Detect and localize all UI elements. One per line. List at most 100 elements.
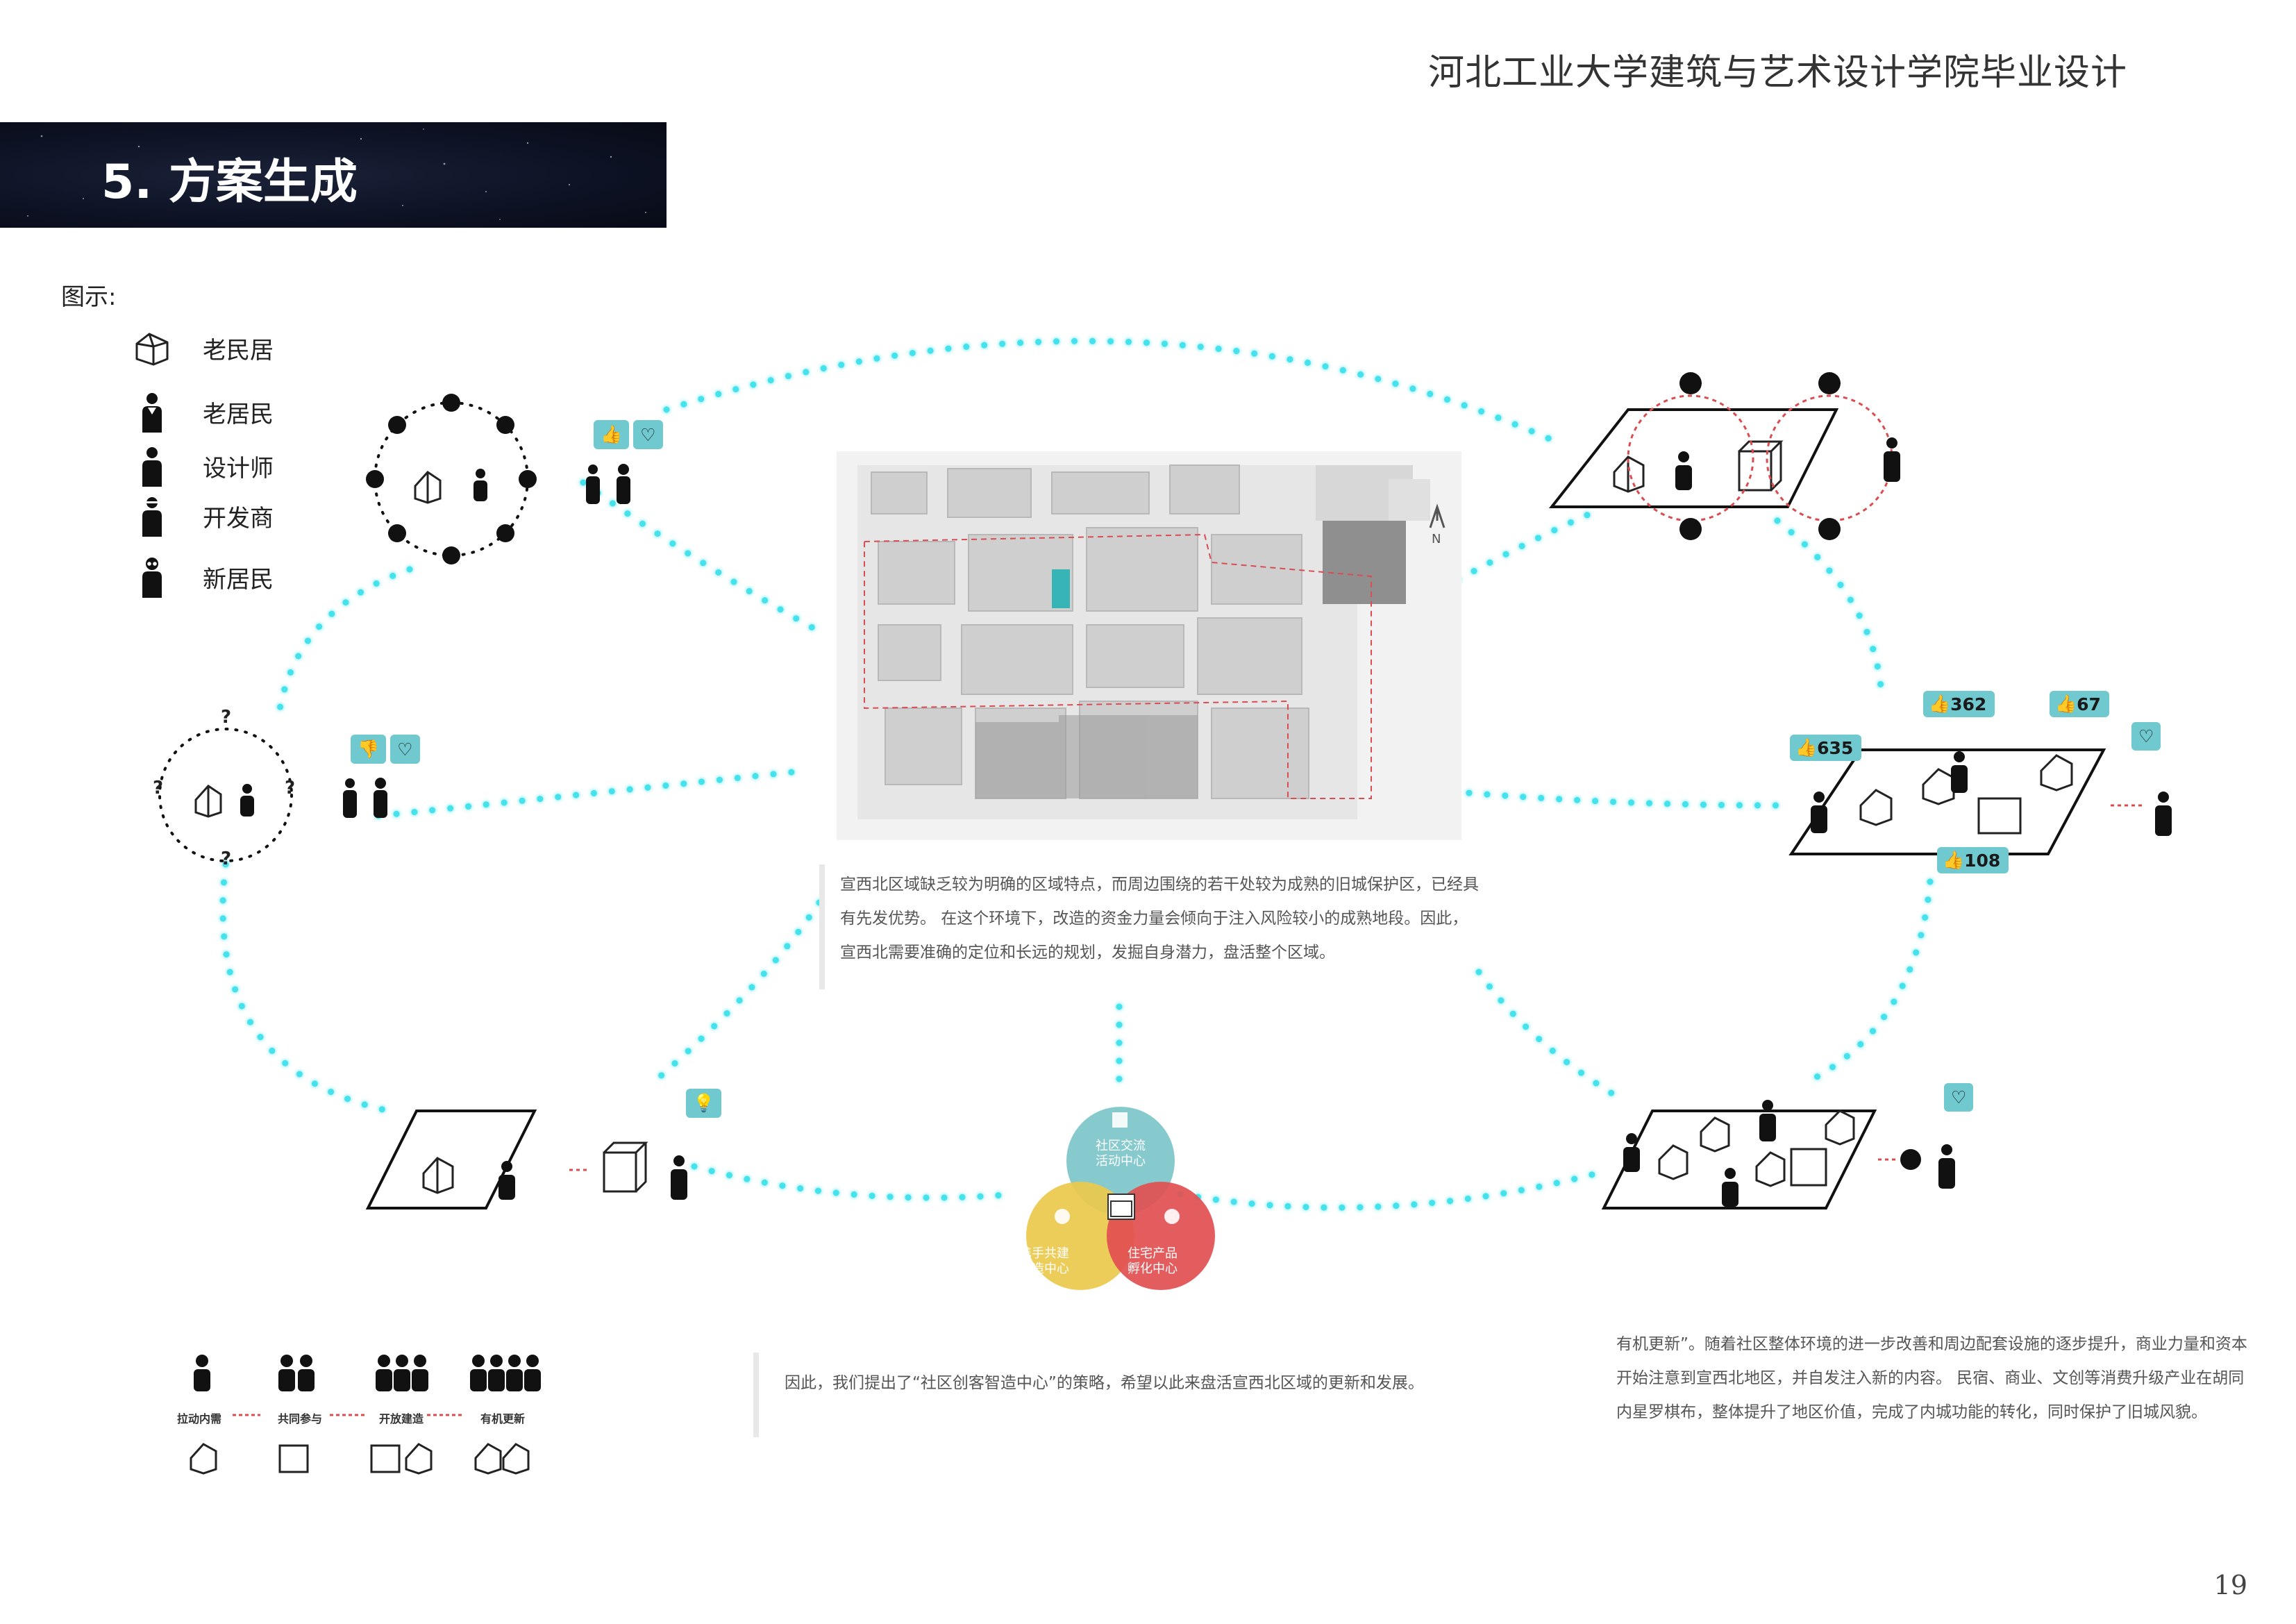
legend-heading: 图示: xyxy=(61,283,117,311)
people-group-icon xyxy=(470,1355,541,1391)
text-accent-bar xyxy=(753,1353,759,1437)
old-resident-icon xyxy=(1675,451,1692,490)
old-house-icon xyxy=(1859,789,1893,826)
starfield-decoration xyxy=(27,128,646,220)
thumbs-up-icon: 👍 xyxy=(594,420,630,449)
lightbulb-icon xyxy=(1679,372,1702,394)
old-house-icon xyxy=(129,325,175,371)
like-count-chip: 👍67 xyxy=(2050,691,2109,717)
new-resident-icon xyxy=(1938,1144,1955,1189)
legend-item-old-house: 老民居 xyxy=(129,324,274,372)
old-resident-icon xyxy=(240,784,254,817)
legend-item-developer: 开发商 xyxy=(129,492,274,540)
thumbs-up-icon: 👍 xyxy=(2055,694,2077,714)
people-group-icon xyxy=(376,1355,428,1391)
old-resident-icon xyxy=(1811,792,1827,833)
right-lower-path xyxy=(1802,878,1934,1087)
right-upper-path xyxy=(1774,517,1885,698)
lightbulb-icon xyxy=(1818,372,1841,394)
document-header-title: 河北工业大学建筑与艺术设计学院毕业设计 xyxy=(1427,52,2127,94)
legend-label: 老居民 xyxy=(203,400,274,428)
process-step-label: 开放建造 xyxy=(379,1412,424,1425)
old-house-icon xyxy=(194,785,222,818)
venn-community-icon xyxy=(1112,1112,1128,1128)
old-resident-icon xyxy=(586,464,600,504)
text-accent-bar xyxy=(819,864,825,989)
process-strip xyxy=(190,1355,541,1475)
process-step-label: 共同参与 xyxy=(278,1412,323,1425)
legend-item-new-resident: 新居民 xyxy=(129,553,274,601)
heart-icon: ♡ xyxy=(2131,722,2161,751)
people-pair xyxy=(343,778,387,818)
north-arrow-icon: N xyxy=(1429,503,1446,546)
developer-icon xyxy=(1884,437,1900,482)
legend-label: 新居民 xyxy=(203,565,274,594)
reaction-chips: 👎 ♡ xyxy=(351,735,420,764)
yen-icon xyxy=(1900,1149,1921,1170)
thumbs-up-icon: 👍 xyxy=(1943,850,1965,870)
center-lower-left-path xyxy=(649,899,823,1087)
venn-label-cobuild: 携手共建 智造中心 xyxy=(1019,1246,1069,1276)
new-resident-icon xyxy=(2155,792,2172,836)
function-icon xyxy=(519,470,537,488)
outer-loop-path xyxy=(663,337,1566,448)
designer-icon xyxy=(343,778,357,818)
question-mark: ? xyxy=(221,848,232,869)
old-resident-icon xyxy=(1623,1133,1640,1172)
shop-house-icon xyxy=(1700,1116,1730,1153)
bottom-left-path xyxy=(691,1163,1017,1201)
like-count-chip: 👍362 xyxy=(1923,691,1995,717)
venn-product-icon xyxy=(1164,1209,1180,1224)
maker-box-icon xyxy=(1790,1148,1827,1187)
function-icon xyxy=(442,394,460,412)
site-map: N xyxy=(837,451,1461,840)
north-label: N xyxy=(1432,532,1441,546)
function-icon xyxy=(496,416,514,434)
thumbs-up-icon: 👍 xyxy=(1929,694,1951,714)
venn-label-product: 住宅产品 孵化中心 xyxy=(1128,1246,1178,1276)
designer-icon xyxy=(129,443,175,489)
venn-cobuild-icon xyxy=(1055,1209,1070,1224)
shop-house-icon xyxy=(1825,1110,1855,1146)
node-popularity-platform xyxy=(1788,748,2172,855)
shop-house-icon xyxy=(474,1443,530,1475)
maker-box-icon xyxy=(278,1444,309,1473)
heart-icon: ♡ xyxy=(633,420,663,449)
old-resident-icon xyxy=(129,389,175,435)
section-title: 5. 方案生成 xyxy=(101,155,358,210)
broken-heart-icon: ♡ xyxy=(390,735,420,764)
bottom-right-path xyxy=(1177,1170,1600,1211)
old-house-icon xyxy=(1922,768,1955,805)
node-cobuild-platform xyxy=(365,1110,687,1209)
thumbs-down-icon: 👎 xyxy=(351,735,387,764)
like-count: 108 xyxy=(1964,850,2001,871)
function-icon xyxy=(366,470,384,488)
node-incubation-platform xyxy=(1548,372,1900,540)
question-mark: ? xyxy=(221,707,232,728)
like-count-chip: 👍108 xyxy=(1937,847,2009,873)
legend-label: 开发商 xyxy=(203,504,274,533)
lightbulb-icon: 💡 xyxy=(686,1089,722,1118)
node-uncertain-circle xyxy=(158,728,293,862)
maker-box-icon xyxy=(370,1444,401,1473)
question-mark: ? xyxy=(153,778,164,798)
developer-icon xyxy=(129,493,175,539)
left-lower-path xyxy=(219,861,392,1114)
like-count: 362 xyxy=(1950,694,1987,714)
left-upper-path xyxy=(274,566,413,726)
venn-diagram xyxy=(1026,1107,1215,1290)
developer-icon xyxy=(1759,1100,1776,1141)
legend-label: 老民居 xyxy=(203,336,274,365)
process-step-label: 拉动内需 xyxy=(177,1412,222,1425)
developer-icon xyxy=(671,1155,687,1200)
old-resident-icon xyxy=(498,1161,515,1200)
new-resident-icon xyxy=(129,554,175,600)
page-number: 19 xyxy=(2213,1570,2247,1600)
old-house-icon xyxy=(422,1157,454,1194)
venn-label-community: 社区交流 活动中心 xyxy=(1096,1139,1146,1169)
center-lower-right-path xyxy=(1475,969,1621,1100)
home-icon xyxy=(1679,518,1702,540)
home-icon xyxy=(1818,518,1841,540)
process-step-label: 有机更新 xyxy=(480,1412,526,1425)
